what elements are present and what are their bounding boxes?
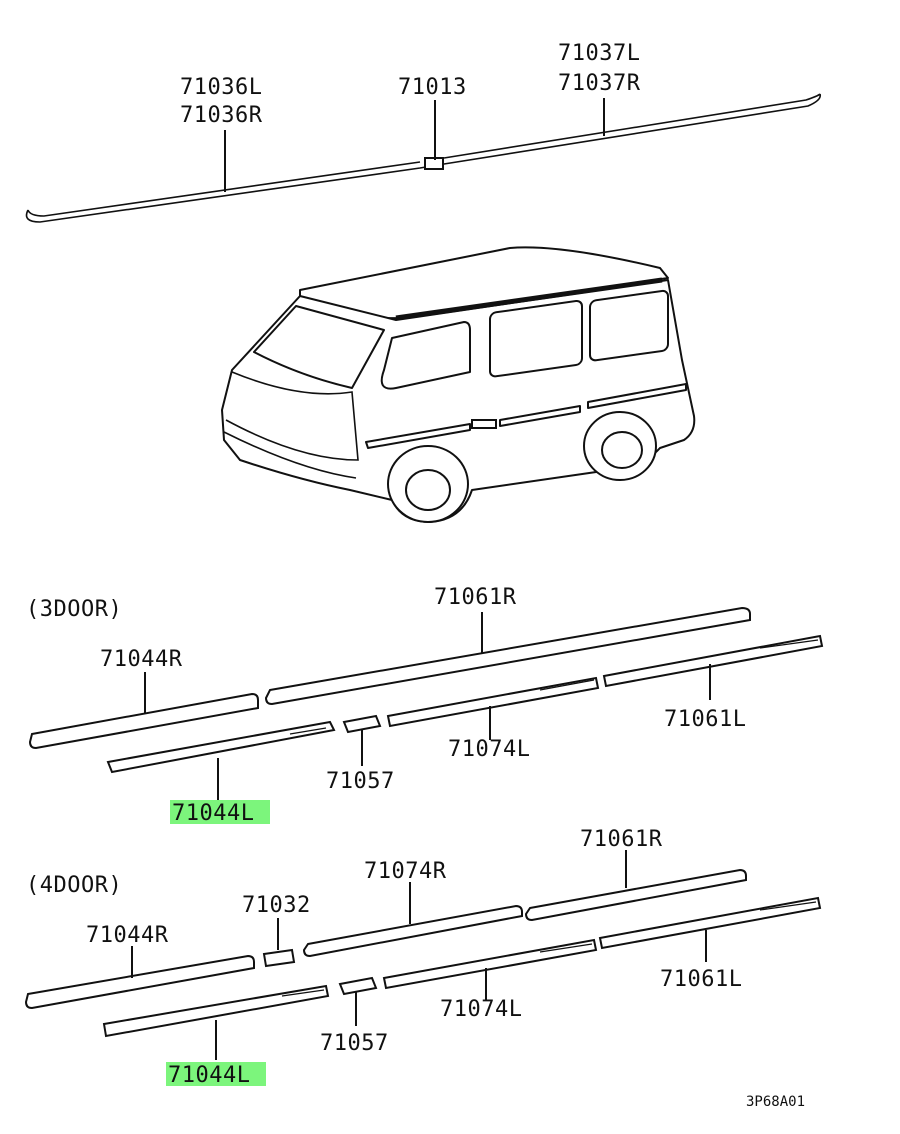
part-71044L-4door [102,984,330,1038]
roof-molding-strip [25,93,822,223]
part-71061L-4door [598,896,822,950]
van-side-molding [365,383,687,449]
heading-3door: (3DOOR) [26,597,122,622]
roof-molding-strip-lower [27,93,821,217]
part-71044L-3door [106,720,336,774]
part-71074R-4door [302,904,523,958]
label-71044L-3door: 71044L [172,801,254,826]
label-71044L-4door: 71044L [168,1063,250,1088]
part-71061R-3door [264,606,751,706]
diagram-code: 3P68A01 [746,1094,805,1110]
van-rear-wheel-hub [601,431,643,469]
label-71036L: 71036L [180,75,262,100]
label-71061R-3door: 71061R [434,585,517,610]
label-71013: 71013 [398,75,467,100]
van-window-3 [589,289,669,362]
part-71044R-4door [24,954,255,1010]
hatch-71061L-3door [759,639,819,649]
van-roof-molding [395,277,663,321]
van-window-1 [380,321,471,390]
van-front-bumper [223,431,357,479]
label-71057-4door: 71057 [320,1031,389,1056]
section-4door: (4DOOR) 71061R 71074R 71032 71044R 71044… [24,827,822,1088]
label-71036R: 71036R [180,103,263,128]
van-window-2 [489,299,583,378]
label-71057-3door: 71057 [326,769,395,794]
hatch-71044L-4door [281,989,325,997]
part-71061R-4door [524,868,747,922]
part-71074L-3door [386,676,600,728]
roof-molding-group: 71036L 71036R 71013 71037L 71037R [25,41,822,223]
van-front-wheel-hub [405,469,451,511]
part-71057-3door [342,714,382,734]
hatch-71074L-4door [539,943,593,953]
label-71044R-4door: 71044R [86,923,169,948]
van-molding-joint [471,419,497,429]
part-71032-4door [262,948,296,968]
part-71061L-3door [602,634,824,688]
part-71074L-4door [382,938,598,990]
label-71074L-3door: 71074L [448,737,530,762]
label-71061L-4door: 71061L [660,967,742,992]
label-71044R-3door: 71044R [100,647,183,672]
hatch-71074L-3door [539,679,595,691]
label-71074L-4door: 71074L [440,997,522,1022]
van-front [225,371,359,461]
hatch-71044L-3door [289,727,327,735]
part-71057-4door [338,976,378,996]
label-71061L-3door: 71061L [664,707,746,732]
label-71032-4door: 71032 [242,893,311,918]
van-windshield [253,305,385,389]
label-71061R-4door: 71061R [580,827,663,852]
section-3door: (3DOOR) 71061R 71044R 71044L 71057 71074… [26,585,824,826]
heading-4door: (4DOOR) [26,873,122,898]
highlight-71044L-3door [170,800,270,824]
label-71037L: 71037L [558,41,640,66]
label-71037R: 71037R [558,71,641,96]
van-illustration [221,246,696,523]
label-71074R-4door: 71074R [364,859,447,884]
hatch-71061L-4door [759,901,817,911]
highlight-71044L-4door [166,1062,266,1086]
part-71044R-3door [28,692,259,750]
